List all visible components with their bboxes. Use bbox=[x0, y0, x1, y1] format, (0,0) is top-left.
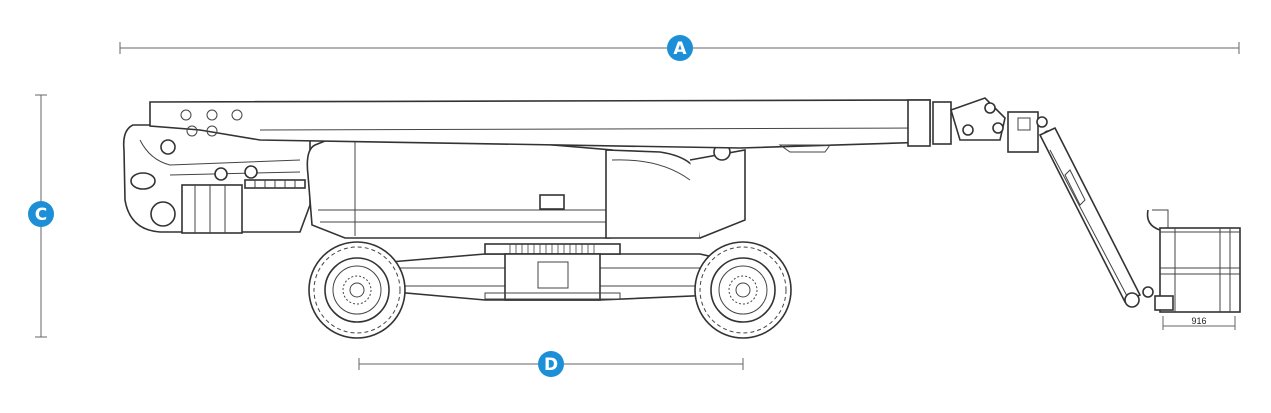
boom-guide-block-2 bbox=[932, 101, 952, 145]
basket-handrail-hook bbox=[1152, 209, 1169, 228]
engine-cover bbox=[306, 132, 613, 239]
counterweight bbox=[122, 124, 311, 234]
control-box bbox=[1154, 295, 1174, 311]
work-platform-basket: 916 bbox=[1146, 209, 1241, 330]
boom-guide-block-1 bbox=[907, 99, 931, 147]
cable-track bbox=[244, 179, 306, 189]
main-boom bbox=[149, 99, 952, 153]
jib-rotator bbox=[1007, 111, 1039, 153]
jib-knuckle bbox=[950, 97, 1053, 153]
rear-cylinder-frame bbox=[181, 184, 243, 234]
turntable-bearing bbox=[484, 243, 621, 255]
dimension-a-label: A bbox=[673, 39, 687, 59]
basket-width-label: 916 bbox=[1191, 316, 1206, 326]
dimension-a-badge bbox=[667, 35, 693, 61]
jib-arm bbox=[1038, 126, 1154, 308]
front-wheel bbox=[694, 241, 792, 339]
dimension-d: D bbox=[358, 351, 744, 377]
dimension-c-label: C bbox=[35, 205, 47, 225]
chassis bbox=[389, 243, 737, 301]
dimension-d-label: D bbox=[544, 355, 558, 375]
access-handle bbox=[539, 194, 565, 210]
dimension-d-badge bbox=[538, 351, 564, 377]
dimension-c-badge bbox=[28, 201, 54, 227]
dimension-a: A bbox=[119, 35, 1240, 61]
slew-gear-teeth bbox=[509, 244, 595, 254]
turret-body bbox=[306, 124, 746, 239]
rear-wheel bbox=[308, 241, 406, 339]
dimension-c: C bbox=[28, 94, 54, 338]
